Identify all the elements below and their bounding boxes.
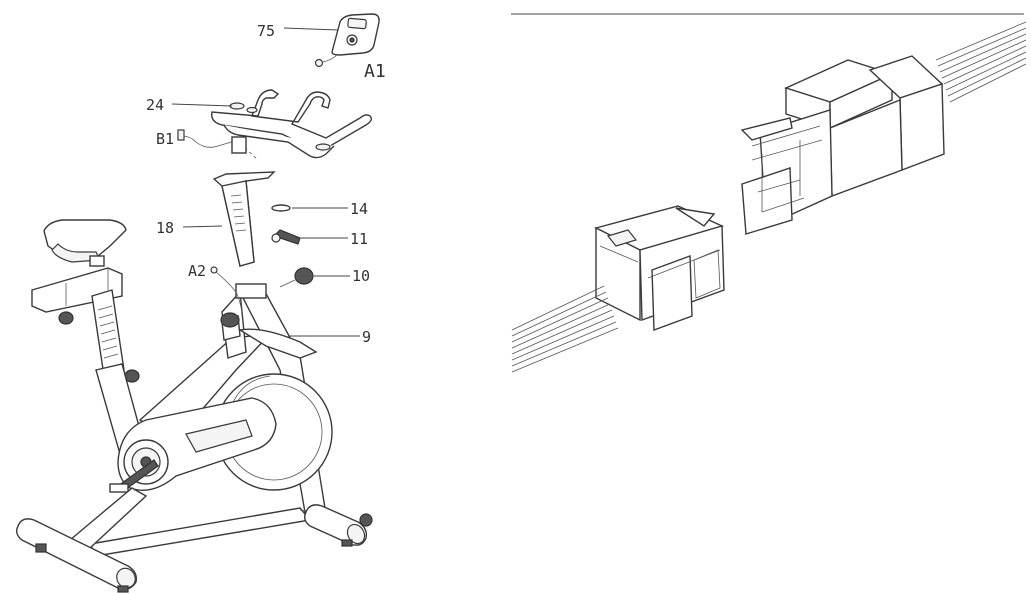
female-connector bbox=[740, 55, 945, 235]
callout-75: 75 bbox=[257, 22, 275, 40]
connector-detail-view bbox=[511, 13, 1027, 373]
handlebar-post-part bbox=[212, 171, 276, 267]
adjust-lever-part bbox=[271, 229, 301, 245]
callout-A2: A2 bbox=[188, 262, 206, 280]
callout-11: 11 bbox=[350, 230, 368, 248]
bike-exploded-view bbox=[15, 13, 380, 593]
callout-18: 18 bbox=[156, 219, 174, 237]
frame-part bbox=[68, 266, 333, 557]
seat-slider-part bbox=[31, 267, 123, 325]
callout-14: 14 bbox=[350, 200, 368, 218]
console-part bbox=[331, 13, 380, 56]
rear-stabilizer-part bbox=[15, 518, 138, 593]
washer-part bbox=[271, 204, 291, 212]
tension-knob-part bbox=[279, 267, 314, 288]
upper-cable bbox=[935, 21, 1027, 103]
callout-B1: B1 bbox=[156, 130, 174, 148]
saddle-part bbox=[43, 219, 127, 267]
male-connector bbox=[594, 205, 725, 331]
lower-cable bbox=[511, 285, 619, 373]
callout-10: 10 bbox=[352, 267, 370, 285]
front-stabilizer-part bbox=[303, 504, 373, 547]
handlebar-part bbox=[211, 89, 373, 159]
callout-24: 24 bbox=[146, 96, 164, 114]
callout-A1: A1 bbox=[364, 61, 386, 82]
leader-lines bbox=[171, 27, 360, 337]
callout-9: 9 bbox=[362, 328, 371, 346]
